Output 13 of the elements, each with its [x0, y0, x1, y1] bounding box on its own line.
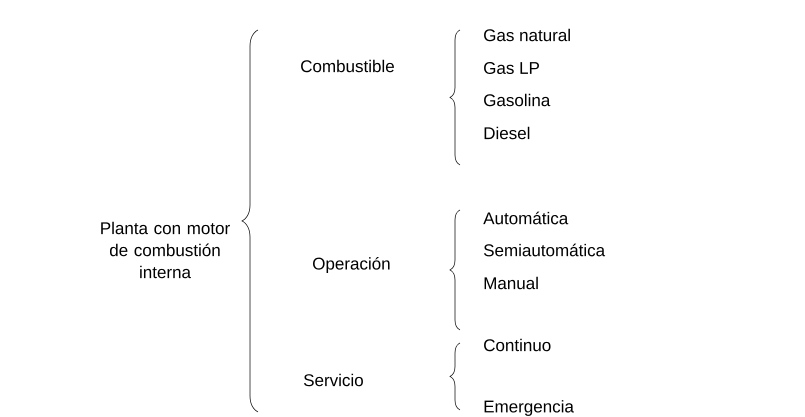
label-text: Planta con motor de combustión interna — [101, 222, 230, 278]
label-text: Gas natural — [484, 28, 570, 42]
label-text: Combustible — [301, 60, 394, 72]
label-text: Emergencia — [484, 400, 574, 416]
label-text: Diesel — [484, 126, 530, 140]
label-text: Servicio — [304, 374, 363, 386]
label-text: Gas LP — [484, 62, 539, 74]
label-text: Manual — [484, 276, 538, 290]
label-text: Operación — [313, 256, 390, 274]
label-text: Automática — [483, 212, 568, 224]
label-text: Gasolina — [484, 94, 550, 106]
label-text: Continuo — [484, 338, 551, 352]
label-text: Semiautomática — [484, 244, 606, 256]
